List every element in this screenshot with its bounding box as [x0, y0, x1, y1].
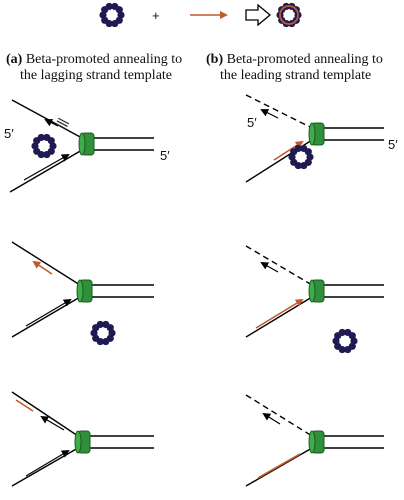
leading-template-strand — [245, 296, 313, 338]
label-5prime-top: 5′ — [4, 126, 14, 141]
clamp-bead — [111, 19, 119, 28]
lagging-nascent-arrow — [40, 415, 65, 431]
clamp-bead — [294, 144, 302, 153]
clamp-bead — [47, 137, 55, 145]
lagging-template-strand — [11, 241, 81, 286]
panel-b-title-line1: Beta-promoted annealing to — [226, 52, 383, 67]
label-5prime-top: 5′ — [247, 115, 257, 130]
panel-a-title-line1: Beta-promoted annealing to — [25, 52, 183, 67]
leading-template-strand — [11, 296, 81, 338]
beta-clamp-icon — [31, 133, 57, 159]
panel-a-letter: (a) — [6, 52, 23, 67]
annealed-primer-arrow — [32, 260, 53, 275]
clamp-bead — [105, 2, 113, 11]
clamp-bead — [300, 161, 308, 170]
panel-a-diagram: 5′ 5′ — [4, 99, 170, 487]
panel-a-title-line2: the lagging strand template — [20, 68, 173, 83]
helicase-rim — [308, 430, 316, 454]
leading-primer-arrow — [255, 298, 304, 329]
helicase-icon — [308, 122, 325, 146]
primer-segment — [15, 399, 34, 412]
helicase-rim — [308, 279, 316, 303]
leading-nascent-arrow — [23, 154, 70, 181]
label-5prime-right: 5′ — [388, 137, 398, 152]
legend-yields-arrow-icon — [245, 3, 272, 27]
panel-a-title: (a) Beta-promoted annealing to the laggi… — [6, 52, 182, 84]
beta-clamp-icon — [90, 320, 116, 346]
lagging-nascent-arrow — [44, 119, 59, 127]
panel-b-fork-3 — [245, 394, 384, 487]
label-5prime-right: 5′ — [160, 148, 170, 163]
helicase-rim — [74, 430, 82, 454]
legend-beta-clamp-icon — [99, 2, 125, 28]
clamp-bead — [106, 324, 114, 332]
helicase-rim — [308, 122, 316, 146]
lagging-nascent-arrow — [262, 412, 281, 425]
clamp-bead — [96, 320, 104, 329]
clamp-bead — [344, 345, 352, 354]
legend-plus: + — [152, 8, 160, 23]
legend-loaded-clamp-icon — [276, 2, 302, 28]
lagging-template-strand — [11, 391, 79, 437]
panel-b-letter: (b) — [206, 52, 224, 67]
clamp-bead — [43, 150, 51, 159]
legend: + — [99, 2, 302, 28]
panel-a-fork-1: 5′ 5′ — [4, 99, 170, 193]
clamp-bead — [304, 148, 312, 156]
clamp-bead — [102, 337, 110, 346]
clamp-bead — [37, 133, 45, 142]
leading-primer-segment — [257, 453, 301, 479]
clamp-bead — [348, 332, 356, 340]
leading-template-strand — [9, 149, 83, 193]
helicase-icon — [76, 279, 93, 303]
leading-template-strand — [11, 447, 79, 487]
lagging-template-strand — [11, 99, 83, 139]
helicase-icon — [78, 132, 95, 156]
clamp-bead — [115, 6, 123, 14]
panel-b-fork-1: 5′ 5′ — [245, 94, 398, 183]
leading-nascent-arrow — [25, 298, 72, 327]
panel-b-title: (b) Beta-promoted annealing to the leadi… — [206, 52, 383, 84]
leading-template-strand — [245, 447, 313, 487]
panel-b-fork-2 — [245, 245, 384, 354]
leading-nascent-arrow — [25, 449, 70, 477]
panel-a-fork-3 — [11, 391, 154, 487]
beta-clamp-icon — [288, 144, 314, 170]
lagging-nascent-arrow — [260, 109, 279, 119]
lagging-primer-block — [54, 117, 70, 131]
helicase-icon — [74, 430, 91, 454]
lagging-template-strand — [245, 94, 313, 129]
panel-a-fork-2 — [11, 241, 154, 346]
beta-clamp-icon — [332, 328, 358, 354]
lagging-template-strand — [245, 245, 313, 286]
helicase-rim — [78, 132, 86, 156]
panel-b-diagram: 5′ 5′ — [245, 94, 398, 487]
lagging-nascent-arrow — [260, 262, 279, 273]
helicase-rim — [76, 279, 84, 303]
helicase-icon — [308, 430, 325, 454]
panel-b-title-line2: the leading strand template — [220, 68, 372, 83]
helicase-icon — [308, 279, 325, 303]
clamp-bead — [338, 328, 346, 337]
lagging-template-strand — [245, 394, 313, 437]
loaded-primer-ring — [279, 5, 299, 25]
